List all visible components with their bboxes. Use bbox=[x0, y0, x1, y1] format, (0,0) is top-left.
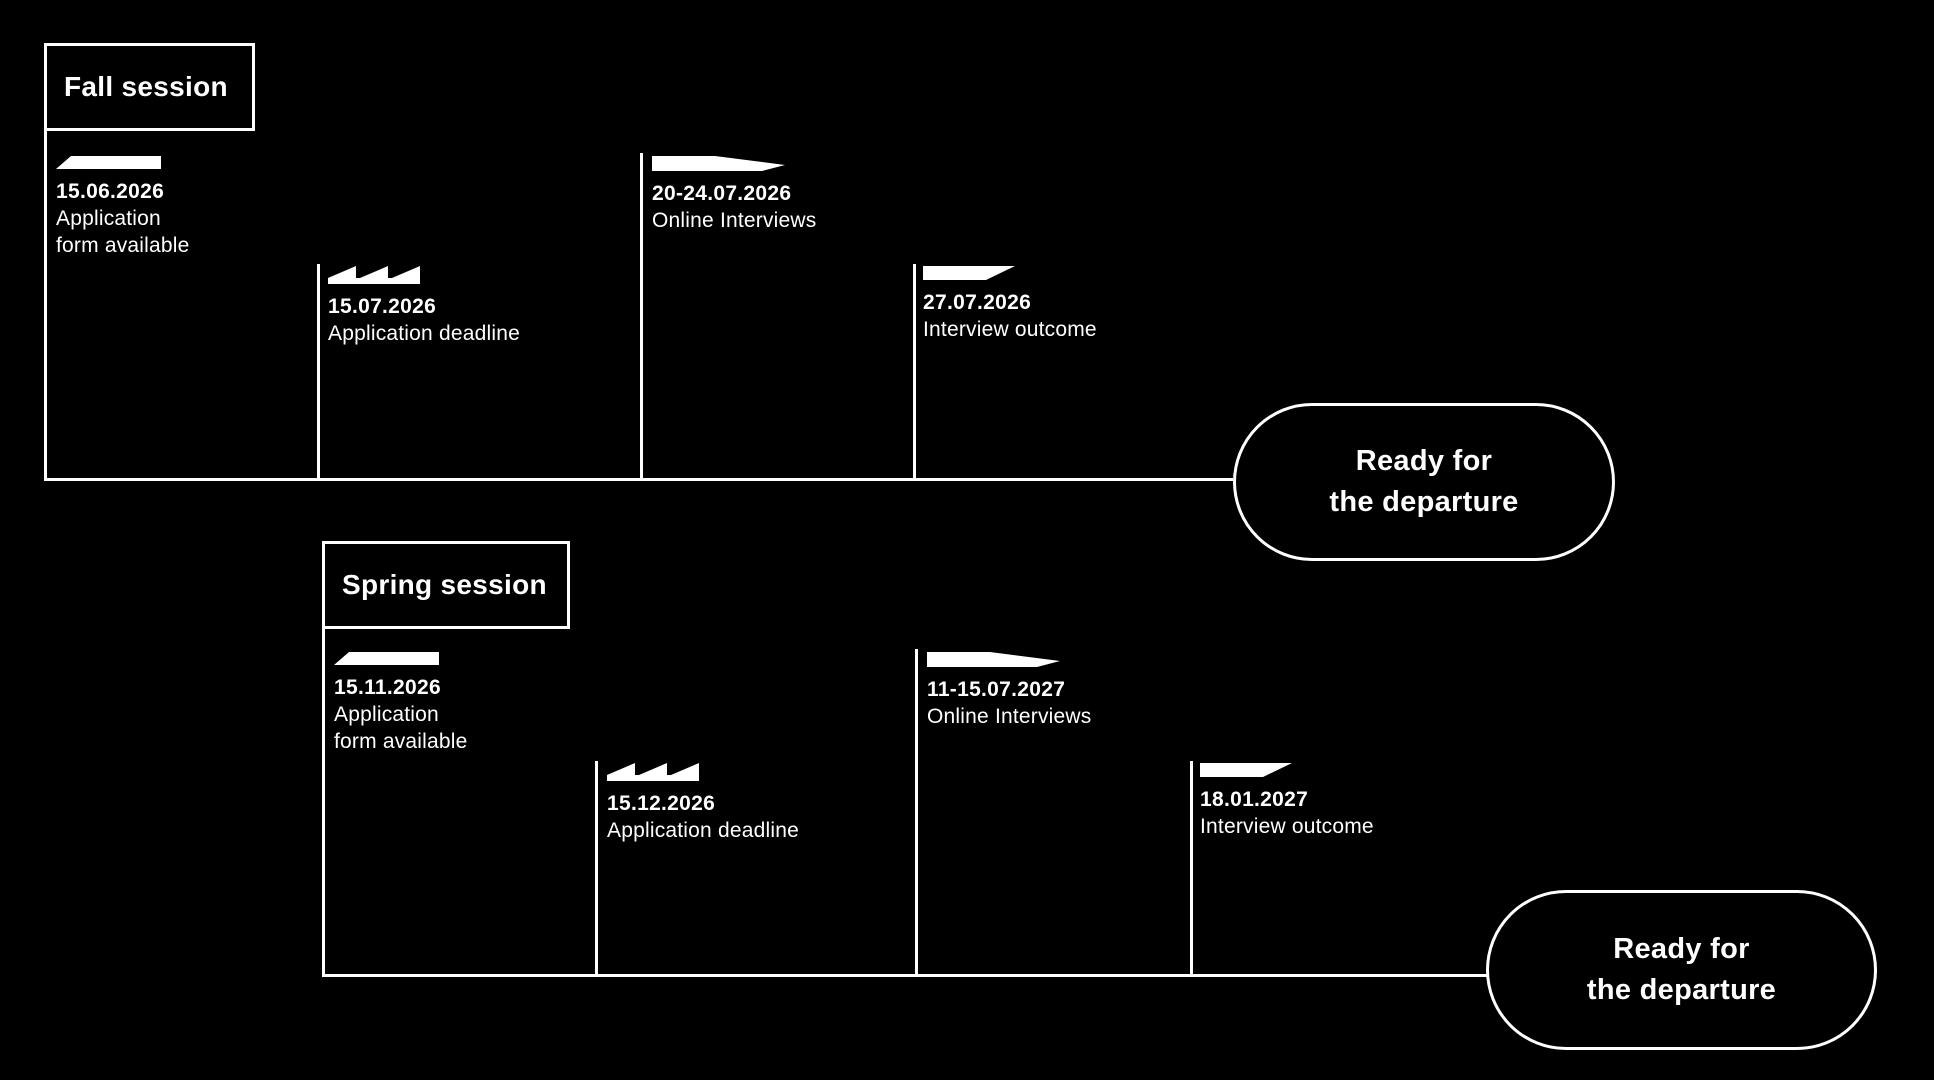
sawtooth-icon bbox=[607, 763, 699, 781]
spring-connector-line-1 bbox=[322, 627, 325, 977]
milestone-date: 20-24.07.2026 bbox=[652, 182, 792, 205]
sawtooth-icon bbox=[328, 266, 420, 284]
fall-milestone-deadline: 15.07.2026 Application deadline bbox=[328, 266, 520, 347]
spring-timeline-baseline bbox=[322, 974, 1489, 977]
ready-pill-text: the departure bbox=[1329, 486, 1519, 518]
milestone-label: Online Interviews bbox=[927, 705, 1092, 728]
ready-pill-text: the departure bbox=[1586, 974, 1777, 1006]
milestone-date: 15.07.2026 bbox=[328, 295, 437, 318]
fall-milestone-form-available: 15.06.2026 Application form available bbox=[56, 156, 190, 259]
milestone-date: 18.01.2027 bbox=[1200, 788, 1309, 811]
milestone-date: 27.07.2026 bbox=[923, 291, 1032, 314]
milestone-label: Interview outcome bbox=[923, 318, 1097, 341]
ramp-icon bbox=[56, 156, 161, 169]
milestone-date: 15.06.2026 bbox=[56, 180, 165, 203]
fall-connector-line-3 bbox=[640, 153, 643, 481]
spring-milestone-form-available: 15.11.2026 Application form available bbox=[334, 652, 468, 755]
fall-session-title: Fall session bbox=[64, 71, 228, 102]
spring-milestone-interviews: 11-15.07.2027 Online Interviews bbox=[927, 652, 1091, 730]
fall-timeline-baseline bbox=[44, 478, 1233, 481]
milestone-date: 11-15.07.2027 bbox=[927, 678, 1066, 701]
milestone-label: Online Interviews bbox=[652, 209, 817, 232]
spring-connector-line-3 bbox=[915, 649, 918, 977]
fall-ready-pill: Ready for the departure bbox=[1233, 403, 1615, 561]
milestone-date: 15.12.2026 bbox=[607, 792, 716, 815]
spring-session-box: Spring session bbox=[322, 541, 570, 629]
ramp-icon bbox=[334, 652, 439, 665]
milestone-label: Application deadline bbox=[328, 322, 520, 345]
spring-connector-line-2 bbox=[595, 761, 598, 977]
spring-milestone-outcome: 18.01.2027 Interview outcome bbox=[1200, 763, 1374, 840]
flag-icon bbox=[1200, 763, 1292, 777]
fall-connector-line-4 bbox=[913, 264, 916, 481]
flag-icon bbox=[923, 266, 1015, 280]
spring-ready-pill: Ready for the departure bbox=[1486, 890, 1877, 1050]
milestone-label: form available bbox=[56, 234, 190, 257]
fall-milestone-outcome: 27.07.2026 Interview outcome bbox=[923, 266, 1097, 343]
ready-pill-text: Ready for bbox=[1613, 933, 1750, 965]
fall-connector-line-2 bbox=[317, 264, 320, 481]
fall-connector-line-1 bbox=[44, 129, 47, 481]
ready-pill-text: Ready for bbox=[1355, 445, 1493, 477]
pennant-icon bbox=[927, 652, 1060, 667]
milestone-label: Application deadline bbox=[607, 819, 799, 842]
milestone-label: Application bbox=[334, 703, 439, 726]
spring-milestone-deadline: 15.12.2026 Application deadline bbox=[607, 763, 799, 844]
spring-session-title: Spring session bbox=[342, 569, 547, 600]
milestone-label: Interview outcome bbox=[1200, 815, 1374, 838]
milestone-label: Application bbox=[56, 207, 161, 230]
fall-session-box: Fall session bbox=[44, 43, 255, 131]
spring-connector-line-4 bbox=[1190, 761, 1193, 977]
milestone-label: form available bbox=[334, 730, 468, 753]
milestone-date: 15.11.2026 bbox=[334, 676, 441, 699]
pennant-icon bbox=[652, 156, 785, 171]
fall-milestone-interviews: 20-24.07.2026 Online Interviews bbox=[652, 156, 816, 234]
